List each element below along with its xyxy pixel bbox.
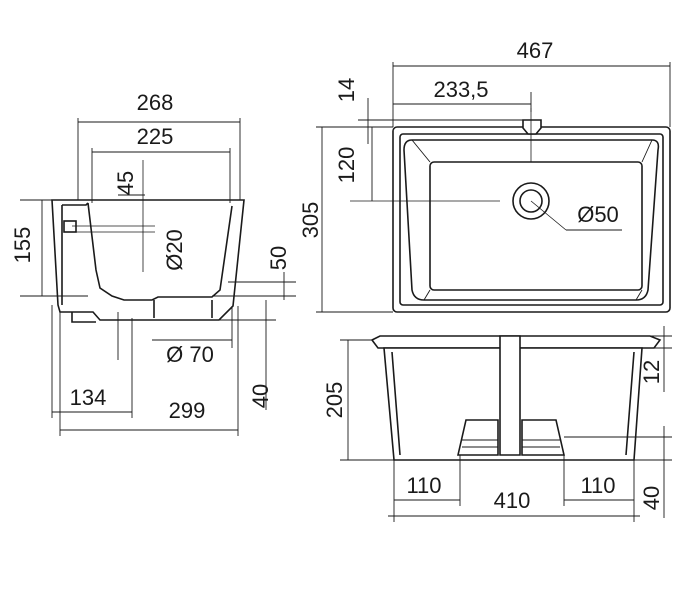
- top-view-drain: [512, 182, 550, 220]
- side-drain-pos-label: 134: [70, 385, 107, 410]
- front-view-center-post: [499, 335, 521, 456]
- front-height-label: 205: [322, 382, 347, 419]
- front-view-inner-walls: [391, 351, 635, 456]
- top-tap-depth-label: 120: [334, 147, 359, 184]
- side-height-label: 155: [10, 227, 35, 264]
- side-view-inner-wall: [87, 202, 233, 301]
- top-view-bevel-lines: [411, 139, 653, 301]
- front-rim-label: 12: [639, 360, 664, 384]
- top-view-bowl-inner: [429, 161, 643, 291]
- front-view: 205 12 40 110 110 410: [322, 326, 672, 522]
- side-drain-label: Ø 70: [166, 342, 214, 367]
- side-base-width-label: 299: [169, 398, 206, 423]
- front-base-width-label: 410: [494, 488, 531, 513]
- side-view-outline: [51, 199, 245, 321]
- side-view: 268 225 45 155 Ø20 50 40 Ø 70: [10, 90, 296, 436]
- side-foot-label: 40: [248, 384, 273, 408]
- top-rim-label: 14: [334, 78, 359, 102]
- side-view-back-wall: [61, 202, 89, 305]
- side-inner-width-label: 225: [137, 124, 174, 149]
- top-half-width-label: 233,5: [433, 77, 488, 102]
- front-foot-left-label: 110: [406, 473, 441, 498]
- top-width-label: 467: [517, 38, 554, 63]
- side-tap-offset-label: 45: [113, 171, 138, 195]
- front-foot-right-label: 110: [580, 473, 615, 498]
- top-view: 467 233,5 14 120 305 Ø50: [298, 38, 671, 313]
- front-view-feet: [456, 419, 566, 456]
- side-view-drain-outlet: [71, 300, 213, 323]
- top-view-tap-notch: [522, 119, 542, 135]
- front-foot-height-label: 40: [639, 486, 664, 510]
- top-depth-label: 305: [298, 202, 323, 239]
- side-hole-label: Ø20: [162, 229, 187, 271]
- side-right-height-label: 50: [266, 246, 291, 270]
- front-view-feet-detail: [462, 439, 560, 448]
- side-view-tap-hole: [63, 220, 77, 233]
- side-top-width-label: 268: [137, 90, 174, 115]
- top-drain-label: Ø50: [577, 202, 619, 227]
